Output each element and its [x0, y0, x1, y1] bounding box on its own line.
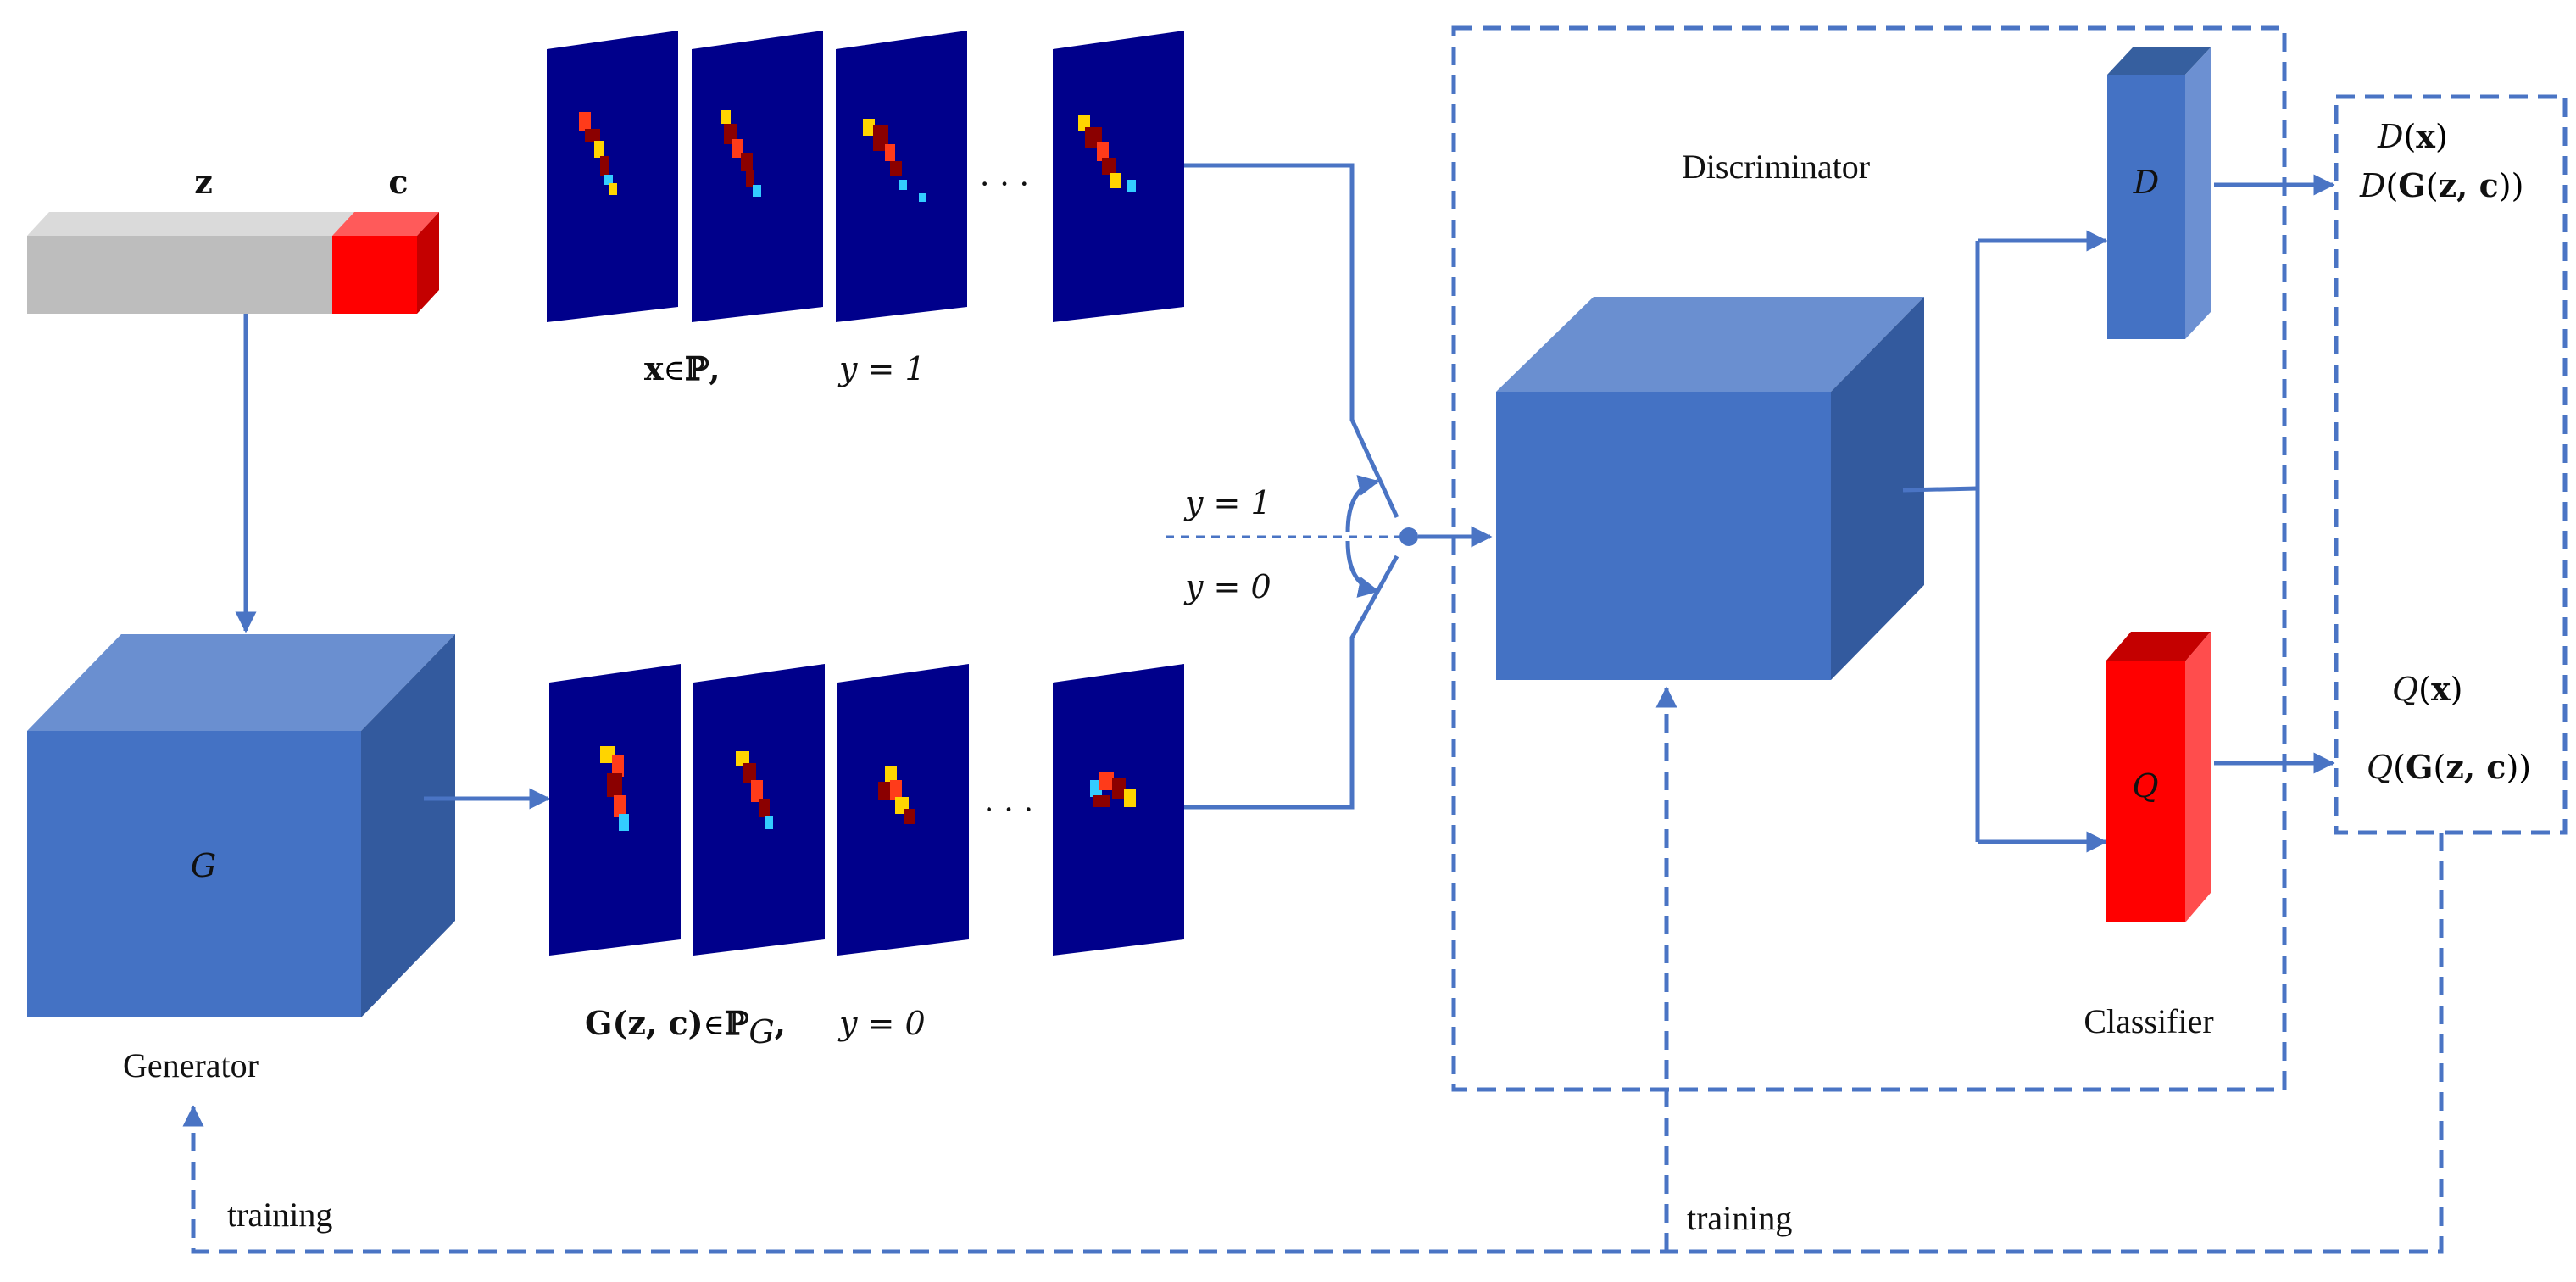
- c-label: c: [388, 163, 408, 201]
- real-input-line: [1184, 163, 1399, 519]
- z-label: z: [194, 163, 213, 201]
- discriminator-output-line: [1902, 486, 1978, 493]
- fake-ellipsis: · · ·: [983, 790, 1034, 828]
- switch-node: [1399, 527, 1418, 546]
- real-frame: [692, 31, 823, 322]
- real-frame: [836, 31, 967, 322]
- classifier-caption: Classifier: [2084, 1002, 2213, 1040]
- real-samples-label: x∈ℙ,: [644, 349, 721, 387]
- discriminator-caption: Discriminator: [1682, 148, 1870, 186]
- real-sample-frames: · · ·: [547, 31, 1184, 322]
- discriminator-frame: [1451, 25, 2287, 1092]
- Q-head: Q: [2106, 632, 2211, 922]
- discriminator-cube: [1496, 297, 1924, 680]
- fake-frame: [1053, 664, 1184, 956]
- switch: y = 1 y = 0: [1166, 163, 1418, 810]
- D-real-output: D(x): [2377, 117, 2448, 155]
- latent-code-bar: z c: [27, 163, 439, 314]
- fake-samples-y: y = 0: [837, 1005, 926, 1042]
- fake-frame: [837, 664, 969, 956]
- D-head: D: [2107, 47, 2211, 339]
- real-frame: [547, 31, 678, 322]
- fake-frame: [549, 664, 681, 956]
- Q-symbol: Q: [2132, 767, 2158, 805]
- generator-symbol: G: [191, 847, 216, 884]
- training-label-left: training: [227, 1196, 332, 1234]
- fake-sample-frames: · · ·: [549, 664, 1184, 956]
- generator-cube: G: [27, 634, 455, 1017]
- D-symbol: D: [2133, 164, 2159, 201]
- fake-samples-label: G(z, c)∈ℙG,: [585, 1004, 786, 1051]
- output-frame: [2334, 94, 2568, 835]
- training-label-right: training: [1687, 1199, 1792, 1237]
- real-samples-y: y = 1: [837, 350, 926, 387]
- Q-fake-output: Q(G(z, c)): [2367, 748, 2531, 786]
- generator-caption: Generator: [123, 1046, 259, 1084]
- switch-lower-label: y = 0: [1183, 568, 1271, 605]
- D-fake-output: D(G(z, c)): [2359, 166, 2523, 204]
- real-frame: [1053, 31, 1184, 322]
- switch-arc-lower: [1345, 540, 1380, 598]
- fake-frame: [693, 664, 825, 956]
- Q-real-output: Q(x): [2392, 670, 2462, 708]
- switch-arc-upper: [1345, 475, 1380, 533]
- switch-upper-label: y = 1: [1183, 484, 1271, 521]
- real-ellipsis: · · ·: [979, 164, 1030, 203]
- training-path-generator: [182, 833, 2444, 1254]
